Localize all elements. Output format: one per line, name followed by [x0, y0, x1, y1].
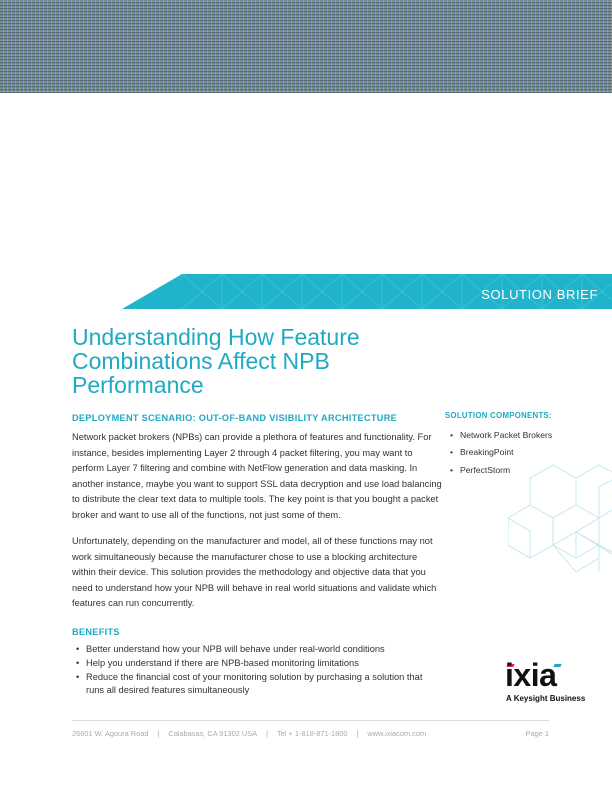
benefits-list: Better understand how your NPB will beha…	[76, 643, 436, 698]
deployment-heading: DEPLOYMENT SCENARIO: OUT-OF-BAND VISIBIL…	[72, 413, 398, 423]
logo-wordmark: ixia	[505, 657, 557, 693]
banner-label: SOLUTION BRIEF	[481, 287, 598, 302]
ixia-logo: ixia A Keysight Business	[505, 655, 585, 707]
footer-website[interactable]: www.ixiacom.com	[367, 729, 427, 738]
component-item: BreakingPoint	[450, 444, 552, 462]
footer-phone: Tel + 1-818-871-1800	[277, 729, 348, 738]
footer: 26601 W. Agoura Road | Calabasas, CA 913…	[72, 729, 549, 738]
benefit-item: Better understand how your NPB will beha…	[76, 643, 436, 657]
hexagon-pattern-icon	[508, 464, 612, 572]
footer-address: 26601 W. Agoura Road	[72, 729, 149, 738]
footer-separator: |	[266, 729, 269, 738]
footer-divider	[72, 720, 549, 721]
benefit-item: Help you understand if there are NPB-bas…	[76, 657, 436, 671]
components-list: Network Packet Brokers BreakingPoint Per…	[450, 427, 552, 480]
page-title: Understanding How Feature Combinations A…	[72, 324, 360, 398]
benefit-item: Reduce the financial cost of your monito…	[76, 671, 436, 699]
footer-city: Calabasas, CA 91302 USA	[168, 729, 258, 738]
page-number: Page 1	[525, 729, 549, 738]
component-item: PerfectStorm	[450, 462, 552, 480]
deployment-paragraph-1: Network packet brokers (NPBs) can provid…	[72, 432, 442, 520]
component-item: Network Packet Brokers	[450, 427, 552, 445]
footer-separator: |	[356, 729, 359, 738]
solution-brief-banner: SOLUTION BRIEF	[122, 274, 612, 309]
header-image	[0, 0, 612, 93]
benefits-heading: BENEFITS	[72, 627, 120, 637]
deployment-paragraph-2: Unfortunately, depending on the manufact…	[72, 536, 437, 609]
components-heading: SOLUTION COMPONENTS:	[445, 411, 552, 420]
logo-tagline: A Keysight Business	[506, 694, 586, 703]
footer-separator: |	[157, 729, 160, 738]
banner-shape-icon	[122, 274, 612, 309]
